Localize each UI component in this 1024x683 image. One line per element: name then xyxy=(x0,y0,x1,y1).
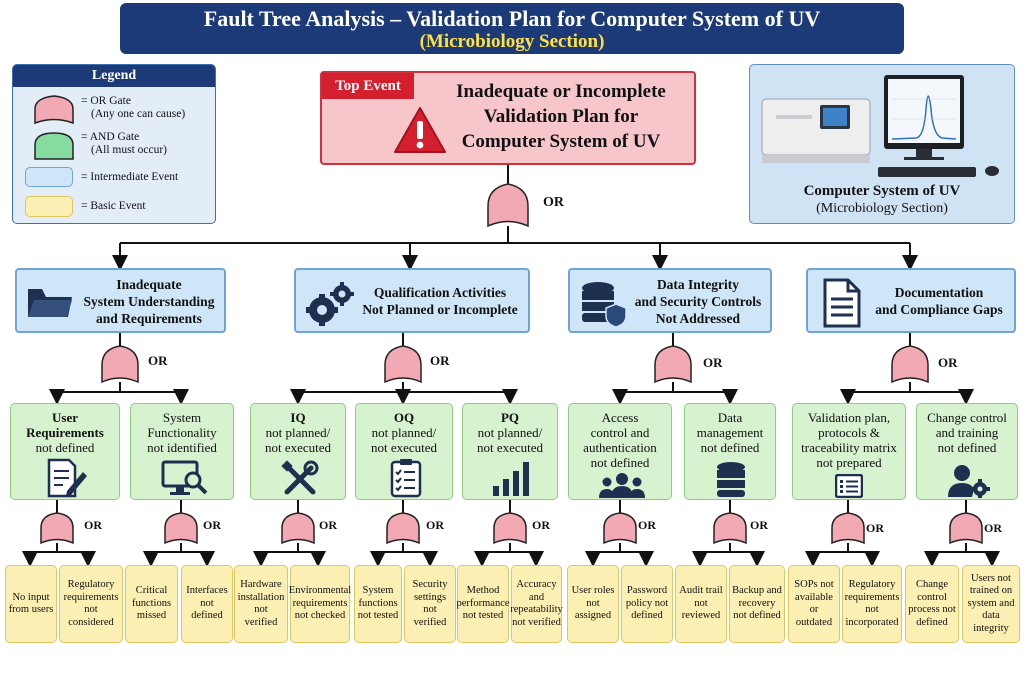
gate-label-3: OR xyxy=(703,355,723,370)
sub-event-validation-plan: Validation plan, protocols & traceabilit… xyxy=(792,403,906,500)
computer-caption: Computer System of UV (Microbiology Sect… xyxy=(803,183,961,216)
basic-event: Critical functions missed xyxy=(125,565,178,643)
gate-label-sub-3: OR xyxy=(319,518,337,532)
gate-label-sub-6: OR xyxy=(638,518,656,532)
bar-chart-icon xyxy=(493,462,529,496)
legend-and-gate-label: = AND Gate xyxy=(81,131,140,143)
basic-event: Password policy not defined xyxy=(621,565,673,643)
checklist-icon xyxy=(835,474,863,498)
gate-label-sub-1: OR xyxy=(84,518,102,532)
basic-event: Regulatory requirements not considered xyxy=(59,565,123,643)
gate-label-2: OR xyxy=(430,353,450,368)
basic-event: Change control process not defined xyxy=(905,565,959,643)
or-gate-main xyxy=(487,183,529,228)
document-edit-icon xyxy=(47,458,87,498)
legend-basic-swatch xyxy=(25,196,73,217)
sub-event-oq: OQ not planned/ not executed xyxy=(355,403,453,500)
top-event-tag: Top Event xyxy=(322,73,414,99)
warning-icon xyxy=(394,107,446,153)
monitor-search-icon xyxy=(161,460,208,495)
basic-event: Interfaces not defined xyxy=(181,565,233,643)
page-subtitle: (Microbiology Section) xyxy=(419,31,605,52)
database-icon xyxy=(717,462,745,497)
uv-spectrophotometer-icon xyxy=(761,75,999,177)
basic-event: Method performance not tested xyxy=(456,565,510,643)
basic-event: System functions not tested xyxy=(354,565,402,643)
or-gate-sub-2 xyxy=(164,512,198,545)
top-event-box: Top Event Inadequate or Incomplete Valid… xyxy=(320,71,696,165)
basic-event: No input from users xyxy=(5,565,57,643)
basic-event: Hardware installation not verified xyxy=(234,565,288,643)
sub-event-user-requirements: User Requirements not defined xyxy=(10,403,120,500)
or-gate-sub-7 xyxy=(713,512,747,545)
intermediate-event-3: Data Integrity and Security Controls Not… xyxy=(568,268,772,333)
clipboard-checklist-icon xyxy=(390,459,422,498)
legend-and-gate-icon xyxy=(34,132,74,160)
or-gate-sub-8 xyxy=(831,512,865,545)
legend-intermediate-swatch xyxy=(25,167,73,187)
document-icon xyxy=(823,278,861,328)
gate-label-1: OR xyxy=(148,353,168,368)
intermediate-event-1: Inadequate System Understanding and Requ… xyxy=(15,268,226,333)
legend-panel: Legend = OR Gate (Any one can cause) = A… xyxy=(12,64,216,224)
gate-label-sub-2: OR xyxy=(203,518,221,532)
gate-label-sub-4: OR xyxy=(426,518,444,532)
or-gate-sub-3 xyxy=(281,512,315,545)
users-icon xyxy=(599,473,645,498)
legend-basic-label: = Basic Event xyxy=(81,200,146,212)
user-gear-icon xyxy=(948,465,990,498)
gate-label-sub-8: OR xyxy=(866,521,884,535)
legend-title: Legend xyxy=(13,65,215,87)
basic-event: Accuracy and repeatability not verified xyxy=(510,565,563,643)
computer-system-panel: Computer System of UV (Microbiology Sect… xyxy=(749,64,1015,224)
folder-icon xyxy=(28,289,72,317)
legend-or-gate-icon xyxy=(34,95,74,125)
sub-event-access-control: Access control and authentication not de… xyxy=(568,403,672,500)
legend-or-gate-label: = OR Gate xyxy=(81,95,131,107)
sub-event-data-management: Data management not defined xyxy=(684,403,776,500)
or-gate-1 xyxy=(101,345,139,384)
basic-event: SOPs not available or outdated xyxy=(788,565,840,643)
tools-icon xyxy=(281,460,319,495)
title-banner: Fault Tree Analysis – Validation Plan fo… xyxy=(120,3,904,54)
basic-event: Audit trail not reviewed xyxy=(675,565,727,643)
or-gate-sub-1 xyxy=(40,512,74,545)
gate-label-sub-9: OR xyxy=(984,521,1002,535)
or-gate-4 xyxy=(891,345,929,384)
gears-icon xyxy=(306,282,354,326)
sub-event-iq: IQ not planned/ not executed xyxy=(250,403,346,500)
gate-label-sub-7: OR xyxy=(750,518,768,532)
legend-or-gate-note: (Any one can cause) xyxy=(91,108,186,120)
gate-label-sub-5: OR xyxy=(532,518,550,532)
sub-event-pq: PQ not planned/ not executed xyxy=(462,403,558,500)
intermediate-event-2: Qualification Activities Not Planned or … xyxy=(294,268,530,333)
basic-event: Security settings not verified xyxy=(404,565,456,643)
database-shield-icon xyxy=(582,282,627,328)
or-gate-2 xyxy=(384,345,422,384)
or-gate-sub-9 xyxy=(949,512,983,545)
or-gate-3 xyxy=(654,345,692,384)
legend-intermediate-label: = Intermediate Event xyxy=(81,171,179,183)
or-gate-sub-5 xyxy=(493,512,527,545)
gate-label-4: OR xyxy=(938,355,958,370)
basic-event: Regulatory requirements not incorporated xyxy=(842,565,902,643)
or-gate-sub-6 xyxy=(603,512,637,545)
legend-and-gate-note: (All must occur) xyxy=(91,144,168,156)
basic-event: User roles not assigned xyxy=(567,565,619,643)
basic-event: Environmental requirements not checked xyxy=(289,565,351,643)
or-gate-sub-4 xyxy=(386,512,420,545)
page-title: Fault Tree Analysis – Validation Plan fo… xyxy=(203,6,821,31)
basic-event: Backup and recovery not defined xyxy=(729,565,785,643)
intermediate-event-4: Documentation and Compliance Gaps xyxy=(806,268,1016,333)
sub-event-system-functionality: System Functionality not identified xyxy=(130,403,234,500)
basic-event: Users not trained on system and data int… xyxy=(962,565,1020,643)
top-event-title: Inadequate or Incomplete Validation Plan… xyxy=(456,81,666,152)
sub-event-change-control: Change control and training not defined xyxy=(916,403,1018,500)
gate-label-main: OR xyxy=(543,195,564,210)
